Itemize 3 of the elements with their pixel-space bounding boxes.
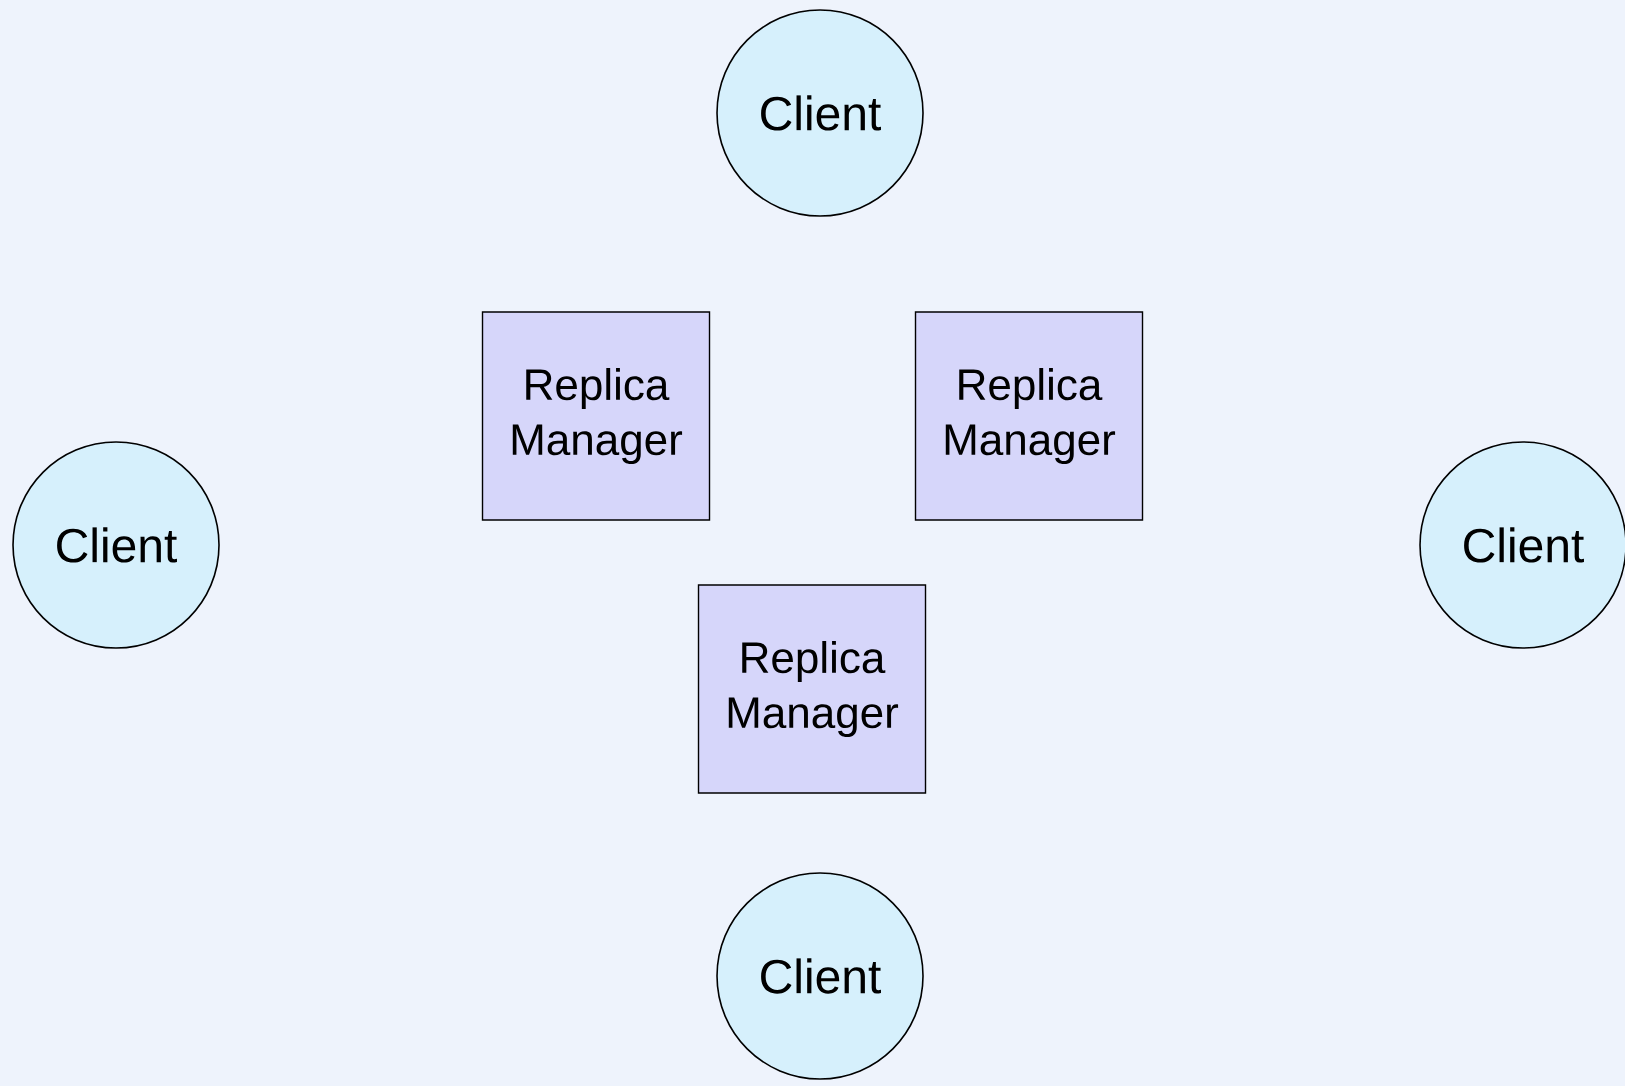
- replica-manager-box: Replica Manager: [481, 311, 711, 521]
- replica-manager-box: Replica Manager: [914, 311, 1144, 521]
- replica-manager-box: Replica Manager: [697, 584, 927, 794]
